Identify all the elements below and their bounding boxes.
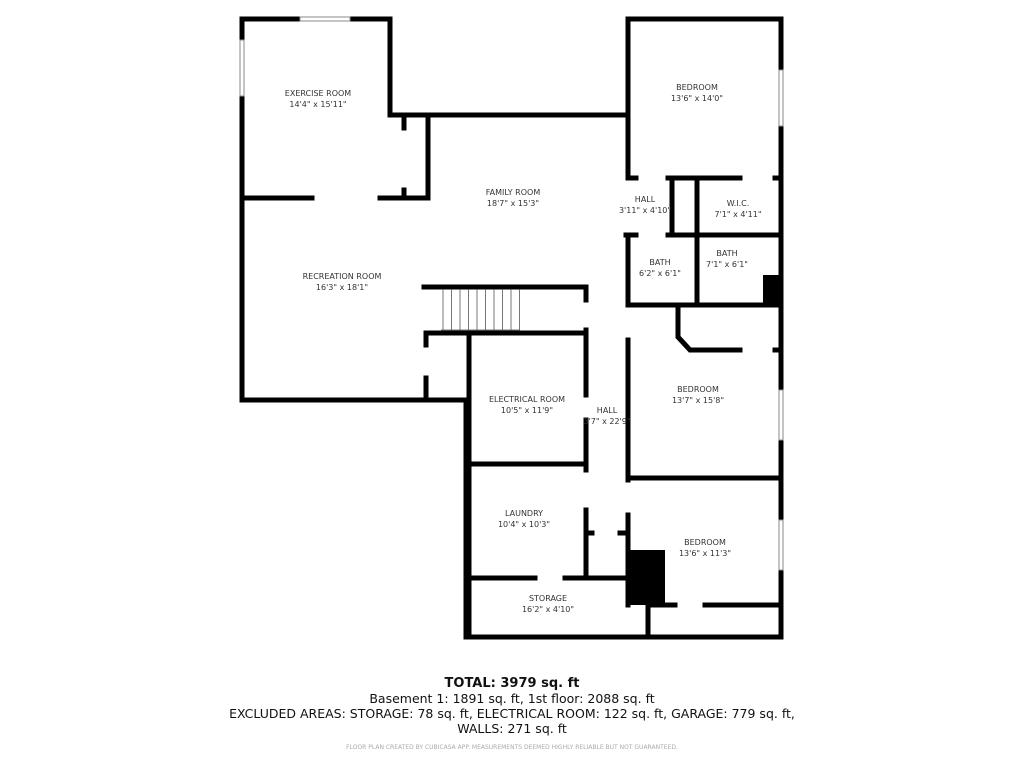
- room-dims: 3'7" x 22'9": [583, 417, 631, 426]
- window: [778, 389, 784, 441]
- room-dims: 10'4" x 10'3": [497, 520, 551, 529]
- disclaimer: FLOOR PLAN CREATED BY CUBICASA APP. MEAS…: [346, 744, 678, 751]
- room-name: HALL: [596, 406, 618, 415]
- room-name: BEDROOM: [677, 385, 719, 394]
- room-dims: 7'1" x 6'1": [706, 260, 748, 269]
- room-bath-1: BATH 6'2" x 6'1": [639, 257, 681, 279]
- room-bedroom-3: BEDROOM 13'6" x 11'3": [679, 537, 731, 559]
- room-name: BEDROOM: [684, 538, 726, 547]
- column: [763, 275, 779, 305]
- room-name: ELECTRICAL ROOM: [488, 395, 566, 404]
- walls-area: WALLS: 271 sq. ft: [457, 721, 567, 736]
- room-dims: 3'11" x 4'10": [618, 206, 672, 215]
- room-name: BEDROOM: [676, 83, 718, 92]
- stairs: [441, 289, 520, 331]
- wall: [675, 305, 743, 353]
- room-bath-2: BATH 7'1" x 6'1": [706, 248, 748, 270]
- room-name: W.I.C.: [726, 199, 750, 208]
- room-name: HALL: [634, 195, 656, 204]
- room-name: FAMILY ROOM: [485, 188, 541, 197]
- room-dims: 13'6" x 14'0": [670, 94, 724, 103]
- room-dims: 7'1" x 4'11": [714, 210, 762, 219]
- room-name: RECREATION ROOM: [302, 272, 382, 281]
- room-storage: STORAGE 16'2" x 4'10": [522, 593, 574, 615]
- total-area: TOTAL: 3979 sq. ft: [444, 676, 580, 691]
- room-exercise-room: EXERCISE ROOM 14'4" x 15'11": [285, 88, 351, 110]
- window: [778, 519, 784, 571]
- column: [628, 550, 665, 605]
- room-dims: 13'6" x 11'3": [678, 549, 732, 558]
- window: [778, 69, 784, 127]
- room-hall-1: HALL 3'11" x 4'10": [619, 194, 671, 216]
- room-hall-2: HALL 3'7" x 22'9": [583, 405, 630, 427]
- room-family-room: FAMILY ROOM 18'7" x 15'3": [486, 187, 540, 209]
- room-dims: 18'7" x 15'3": [486, 199, 540, 208]
- room-wic: W.I.C. 7'1" x 4'11": [714, 198, 761, 220]
- room-recreation-room: RECREATION ROOM 16'3" x 18'1": [303, 271, 382, 293]
- room-dims: 10'5" x 11'9": [500, 406, 554, 415]
- room-laundry: LAUNDRY 10'4" x 10'3": [498, 508, 550, 530]
- room-bedroom-2: BEDROOM 13'7" x 15'8": [672, 384, 724, 406]
- excluded-areas: EXCLUDED AREAS: STORAGE: 78 sq. ft, ELEC…: [229, 706, 795, 721]
- windows: [239, 16, 784, 571]
- room-dims: 14'4" x 15'11": [289, 100, 347, 109]
- room-name: BATH: [649, 258, 671, 267]
- room-bedroom-1: BEDROOM 13'6" x 14'0": [671, 82, 723, 104]
- room-dims: 6'2" x 6'1": [639, 269, 681, 278]
- outer-wall: [239, 16, 784, 640]
- room-dims: 13'7" x 15'8": [671, 396, 725, 405]
- room-name: EXERCISE ROOM: [284, 89, 352, 98]
- room-dims: 16'2" x 4'10": [521, 605, 575, 614]
- room-name: LAUNDRY: [504, 509, 544, 518]
- window: [239, 39, 245, 97]
- window: [299, 16, 351, 22]
- floor-areas: Basement 1: 1891 sq. ft, 1st floor: 2088…: [369, 691, 655, 706]
- room-dims: 16'3" x 18'1": [315, 283, 369, 292]
- room-name: BATH: [716, 249, 738, 258]
- room-name: STORAGE: [528, 594, 568, 603]
- room-electrical-room: ELECTRICAL ROOM 10'5" x 11'9": [489, 394, 565, 416]
- walls: [239, 16, 784, 640]
